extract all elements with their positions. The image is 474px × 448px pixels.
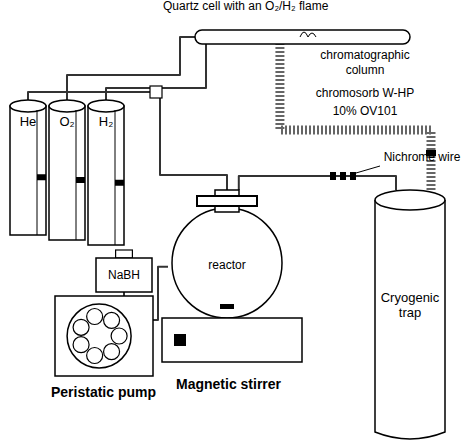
node-label: NaBH: [96, 268, 152, 283]
node-label: Quartz cell with an O₂/H₂ flame: [163, 0, 363, 13]
gas-cylinder: O₂: [49, 100, 85, 240]
pump-roller: [87, 309, 103, 325]
nichrome-wire: [350, 172, 356, 180]
node-label: Magnetic stirrer: [176, 376, 336, 393]
cylinder-body: [49, 106, 85, 240]
node-label: H₂: [88, 114, 124, 129]
gas-tubing: [153, 267, 168, 320]
cylinder-body: [10, 106, 46, 235]
cylinder-body: [88, 106, 124, 245]
pump-housing: [55, 296, 153, 376]
quartz-tube: [195, 30, 410, 44]
quartz-cell: Quartz cell with an O₂/H₂ flame: [195, 30, 410, 44]
pump-roller: [73, 337, 89, 353]
stir-bar: [220, 304, 234, 309]
part-label: Nichrome wire: [372, 150, 472, 165]
cylinder-band: [37, 174, 46, 180]
node-label: O₂: [49, 114, 85, 129]
trap-body: [375, 200, 445, 439]
flask-clamp: [197, 196, 257, 206]
trap-top: [375, 190, 445, 210]
gas-tubing: [239, 176, 396, 190]
pump-roller: [104, 344, 120, 360]
reactor-flask: reactor: [168, 190, 286, 318]
cylinder-top: [10, 100, 46, 112]
cryogenic-trap: Cryogenic trap: [375, 190, 445, 440]
gas-tubing: [106, 44, 206, 100]
nichrome-wire: [340, 172, 346, 180]
cylinder-edge: [115, 110, 116, 245]
pump-roller: [104, 312, 120, 328]
pump-rotor: [67, 304, 131, 368]
pump-roller: [111, 328, 127, 344]
pump-roller: [87, 347, 103, 363]
peristaltic-pump: Peristatic pump: [55, 296, 153, 376]
gas-valve: [150, 86, 162, 98]
part-label: chromatographic column: [300, 48, 430, 78]
part-label: chromosorb W-HP: [305, 86, 425, 101]
bottle-cap: [116, 250, 133, 258]
stirrer-knob: [174, 334, 186, 346]
part-label: 10% OV101: [305, 104, 425, 119]
bottle-body: [96, 258, 152, 292]
gas-tubing: [67, 37, 195, 100]
cylinder-edge: [37, 110, 38, 235]
cylinder-top: [88, 100, 124, 112]
node-label: Peristatic pump: [51, 384, 171, 401]
pump-roller: [73, 319, 89, 335]
stirrer-body: [162, 318, 302, 362]
gas-cylinder: He: [10, 100, 46, 235]
gas-cylinder: H₂: [88, 100, 124, 245]
reagent-bottle: NaBH: [96, 250, 152, 292]
chromatographic-column: [280, 44, 431, 190]
magnetic-stirrer: Magnetic stirrer: [162, 318, 302, 362]
node-label: Cryogenic trap: [375, 290, 445, 320]
leader-line: [356, 166, 380, 173]
cylinder-top: [49, 100, 85, 112]
node-label: He: [10, 114, 46, 129]
cylinder-band: [115, 180, 124, 186]
node-label: reactor: [168, 258, 286, 273]
nichrome-wire: [330, 172, 336, 180]
cylinder-edge: [76, 110, 77, 240]
cylinder-band: [76, 177, 85, 183]
